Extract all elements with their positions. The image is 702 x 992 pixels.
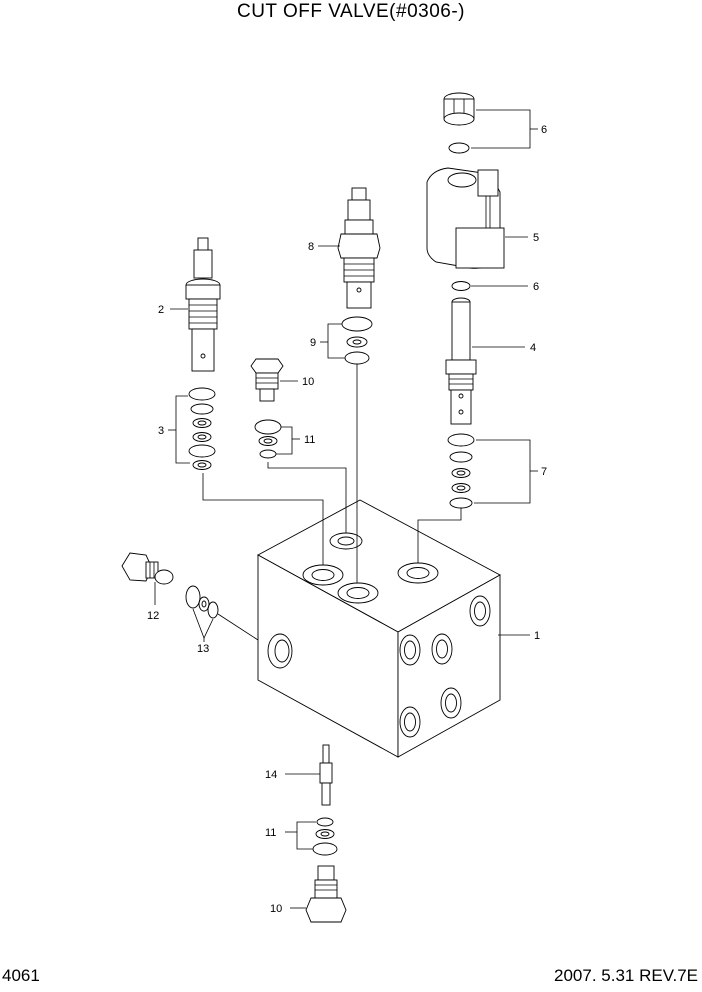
seal-kit-part-13[interactable] xyxy=(185,585,219,619)
callout-11b: 11 xyxy=(265,827,276,839)
callout-12: 12 xyxy=(147,610,159,622)
plug-part-12[interactable] xyxy=(121,552,174,585)
seal-kit-part-3[interactable] xyxy=(188,387,216,470)
callout-4: 4 xyxy=(530,342,536,354)
coil-part-5[interactable] xyxy=(426,167,505,269)
nut-part-6[interactable] xyxy=(443,92,475,126)
callout-10a: 10 xyxy=(302,376,314,388)
solenoid-valve-part-4[interactable] xyxy=(445,297,477,425)
callout-11a: 11 xyxy=(304,434,315,446)
valve-block-part-1[interactable] xyxy=(257,499,501,758)
callout-7: 7 xyxy=(541,466,547,478)
plug-part-10-upper[interactable] xyxy=(250,358,284,402)
callout-6a: 6 xyxy=(541,124,547,136)
seal-kit-part-11-lower[interactable] xyxy=(312,817,338,856)
leader-lines xyxy=(154,109,538,909)
page-title: CUT OFF VALVE(#0306-) xyxy=(236,1,465,22)
date-revision: 2007. 5.31 REV.7E xyxy=(554,966,698,985)
callout-10b: 10 xyxy=(270,903,282,915)
assembly-center-lines xyxy=(202,364,462,641)
page-number: 4061 xyxy=(2,966,40,985)
callout-2: 2 xyxy=(158,304,164,316)
callout-9: 9 xyxy=(310,337,316,349)
callout-6b: 6 xyxy=(533,281,539,293)
cartridge-part-8[interactable] xyxy=(337,187,381,309)
cartridge-part-2[interactable] xyxy=(185,237,221,372)
pin-part-14[interactable] xyxy=(319,744,333,806)
seal-kit-part-7[interactable] xyxy=(447,433,475,509)
callout-8: 8 xyxy=(308,241,314,253)
plug-part-10-lower[interactable] xyxy=(305,865,347,923)
callout-14: 14 xyxy=(265,769,277,781)
seal-kit-part-9[interactable] xyxy=(341,316,373,365)
callout-1: 1 xyxy=(534,630,540,642)
callout-labels: 1 2 3 4 5 6 6 7 8 9 10 11 12 13 14 11 10 xyxy=(147,124,547,915)
callout-5: 5 xyxy=(533,232,539,244)
o-ring-part-6[interactable] xyxy=(448,142,471,291)
callout-13: 13 xyxy=(197,643,209,655)
callout-3: 3 xyxy=(158,425,164,437)
seal-kit-part-11-upper[interactable] xyxy=(254,419,282,459)
